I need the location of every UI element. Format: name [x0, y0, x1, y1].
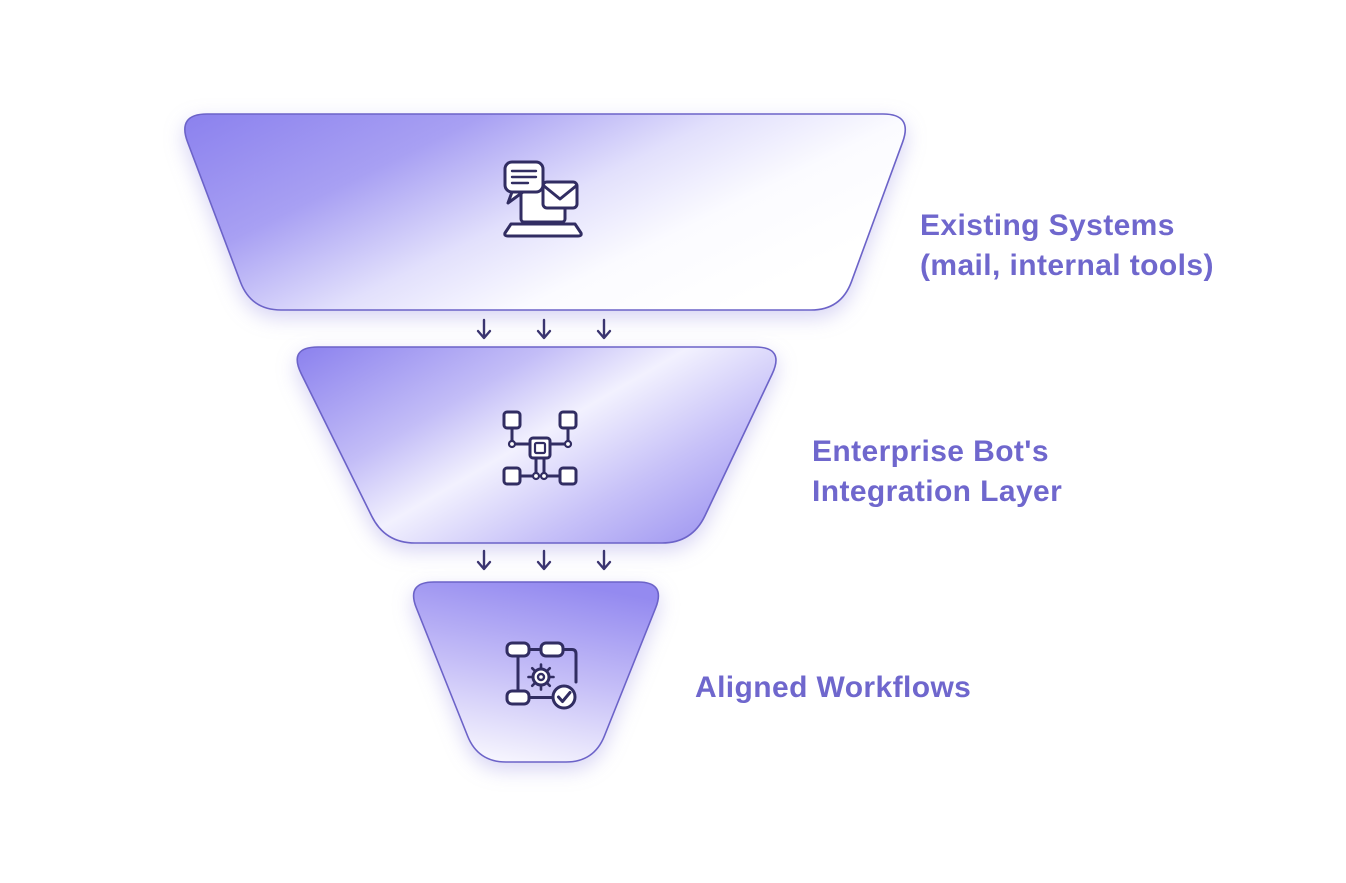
- label-line-2: Integration Layer: [812, 475, 1063, 508]
- workflow-gear-icon: [505, 641, 578, 710]
- label-line-1: Existing Systems: [920, 209, 1175, 242]
- flow-arrows-bottom: [476, 549, 612, 571]
- label-line-1: Enterprise Bot's: [812, 435, 1049, 468]
- flow-arrows-top: [476, 318, 612, 340]
- label-line-2: (mail, internal tools): [920, 249, 1214, 282]
- laptop-chat-mail-icon: [503, 160, 583, 238]
- label-line-1: Aligned Workflows: [695, 671, 972, 704]
- network-nodes-icon: [502, 410, 578, 486]
- label-existing-systems: Existing Systems (mail, internal tools): [920, 206, 1214, 286]
- label-aligned-workflows: Aligned Workflows: [695, 668, 971, 708]
- label-integration-layer: Enterprise Bot's Integration Layer: [812, 432, 1062, 512]
